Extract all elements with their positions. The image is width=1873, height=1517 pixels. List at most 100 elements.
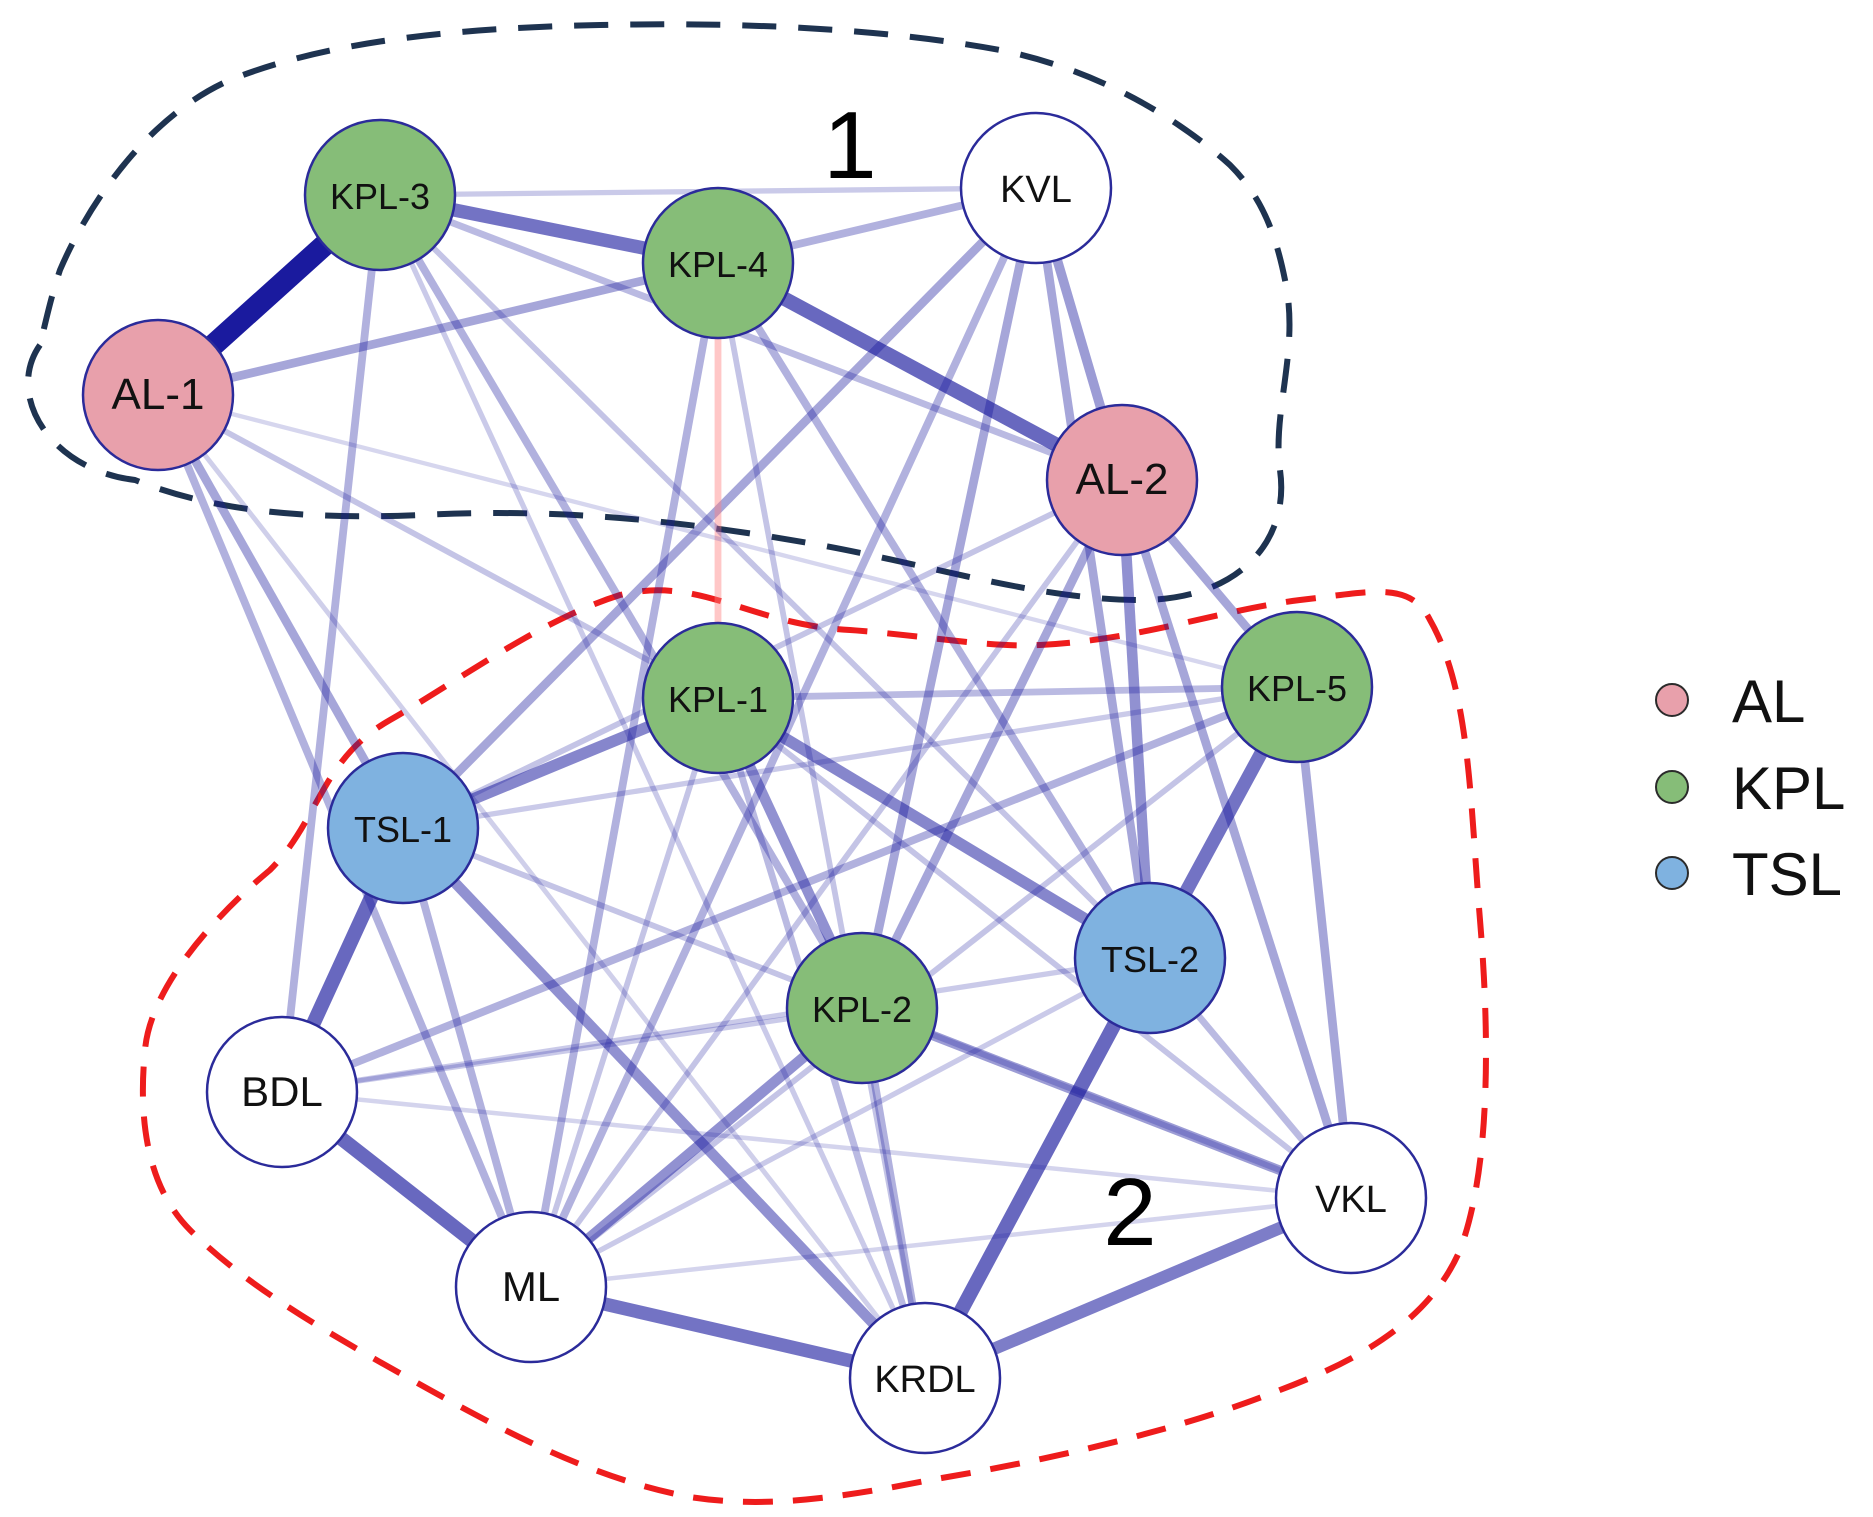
edge-krdl-tsl-2 [918, 954, 1157, 1382]
node-label-kpl-4: KPL-4 [668, 244, 768, 285]
node-label-kpl-3: KPL-3 [330, 176, 430, 217]
edge-tsl-1-krdl [399, 824, 929, 1382]
edge-kpl-3-tsl-2 [377, 192, 1153, 961]
edge-kpl-5-bdl [280, 683, 1299, 1096]
node-label-kpl-1: KPL-1 [668, 679, 768, 720]
node-ml: ML [454, 1210, 608, 1364]
edge-kvl-tsl-2 [1031, 187, 1155, 959]
edge-kpl-2-vkl [860, 1003, 1353, 1203]
edge-bdl-vkl [281, 1089, 1352, 1201]
legend-label-al: AL [1732, 668, 1805, 735]
edge-kpl-4-ml [527, 262, 722, 1288]
edge-al-2-kpl-2 [858, 478, 1126, 1010]
edge-kpl-4-krdl [715, 262, 928, 1379]
edge-kpl-4-al-1 [157, 258, 719, 400]
node-circle-kpl-1 [641, 621, 795, 775]
edge-kpl-3-bdl [278, 194, 384, 1093]
legend-label-tsl: TSL [1732, 841, 1842, 908]
node-circle-kpl-4 [641, 186, 795, 340]
edge-al-2-vkl [1117, 478, 1356, 1200]
group-1-number: 1 [823, 92, 876, 199]
node-label-vkl: VKL [1315, 1179, 1387, 1221]
legend: AL KPL TSL [1655, 668, 1845, 908]
node-vkl: VKL [1274, 1121, 1428, 1275]
node-kvl: KVL [959, 111, 1113, 265]
legend-swatch-kpl [1655, 770, 1689, 804]
node-circle-kpl-5 [1220, 610, 1374, 764]
node-circle-al-2 [1045, 403, 1199, 557]
node-label-kpl-2: KPL-2 [812, 989, 912, 1030]
edge-kpl-5-tsl-1 [402, 684, 1298, 831]
edge-tsl-2-bdl [281, 955, 1151, 1095]
node-circle-kpl-3 [303, 118, 457, 272]
node-label-bdl: BDL [241, 1068, 323, 1115]
node-circle-al-1 [81, 318, 235, 472]
legend-item-kpl: KPL [1655, 755, 1845, 822]
legend-swatch-al [1655, 683, 1689, 717]
node-kpl-2: KPL-2 [785, 931, 939, 1085]
node-label-al-1: AL-1 [112, 370, 205, 419]
edge-al-2-ml [528, 478, 1125, 1289]
node-circle-kpl-2 [785, 931, 939, 1085]
node-krdl: KRDL [848, 1301, 1002, 1455]
node-tsl-1: TSL-1 [326, 751, 480, 905]
edge-kpl-4-al-2 [714, 256, 1126, 487]
node-label-al-2: AL-2 [1076, 455, 1169, 504]
node-bdl: BDL [205, 1015, 359, 1169]
edge-al-1-kpl-5 [157, 392, 1298, 690]
edge-kpl-3-kpl-2 [376, 193, 866, 1010]
group-outlines [25, 21, 1489, 1505]
node-circle-ml [454, 1210, 608, 1364]
legend-item-al: AL [1655, 668, 1805, 735]
edge-kpl-5-kpl-1 [717, 683, 1298, 702]
node-circle-tsl-1 [326, 751, 480, 905]
edge-kpl-1-ml [528, 697, 721, 1288]
node-al-1: AL-1 [81, 318, 235, 472]
node-circle-bdl [205, 1015, 359, 1169]
edge-kpl-1-vkl [716, 695, 1353, 1201]
group-labels: 1 2 [823, 92, 1156, 1266]
edge-kvl-tsl-1 [399, 184, 1040, 832]
group-2-outline [139, 587, 1489, 1505]
group-1-outline [25, 21, 1293, 604]
legend-swatch-tsl [1655, 856, 1689, 890]
edge-tsl-1-ml [399, 826, 535, 1289]
node-circle-kvl [959, 111, 1113, 265]
node-al-2: AL-2 [1045, 403, 1199, 557]
edge-krdl-vkl [922, 1192, 1354, 1384]
node-label-tsl-2: TSL-2 [1101, 939, 1199, 980]
node-circle-vkl [1274, 1121, 1428, 1275]
edge-ml-vkl [530, 1195, 1352, 1290]
node-circle-krdl [848, 1301, 1002, 1455]
edge-kpl-3-al-2 [378, 191, 1124, 484]
edge-kvl-kpl-2 [857, 187, 1041, 1009]
edge-kpl-2-bdl [281, 1005, 863, 1095]
edge-kvl-ml [527, 186, 1040, 1289]
edge-kpl-1-tsl-2 [715, 693, 1153, 963]
legend-label-kpl: KPL [1732, 755, 1845, 822]
legend-item-tsl: TSL [1655, 841, 1842, 908]
edge-kpl-3-krdl [377, 193, 928, 1380]
node-kpl-4: KPL-4 [641, 186, 795, 340]
node-label-tsl-1: TSL-1 [354, 809, 452, 850]
node-label-kvl: KVL [1000, 169, 1072, 211]
node-label-krdl: KRDL [874, 1359, 975, 1401]
node-kpl-1: KPL-1 [641, 621, 795, 775]
node-kpl-5: KPL-5 [1220, 610, 1374, 764]
node-label-kpl-5: KPL-5 [1247, 668, 1347, 709]
edge-al-1-tsl-1 [154, 392, 407, 831]
node-tsl-2: TSL-2 [1073, 881, 1227, 1035]
edge-al-1-krdl [156, 393, 927, 1380]
group-2-number: 2 [1103, 1159, 1156, 1266]
edge-tsl-2-ml [529, 955, 1152, 1290]
edge-al-2-tsl-2 [1116, 479, 1156, 959]
edge-kpl-4-tsl-2 [714, 260, 1154, 961]
edges [150, 184, 1356, 1385]
node-label-ml: ML [502, 1263, 560, 1310]
edge-al-1-kpl-1 [156, 392, 720, 701]
node-circle-tsl-2 [1073, 881, 1227, 1035]
edge-kpl-5-vkl [1292, 686, 1356, 1199]
node-kpl-3: KPL-3 [303, 118, 457, 272]
